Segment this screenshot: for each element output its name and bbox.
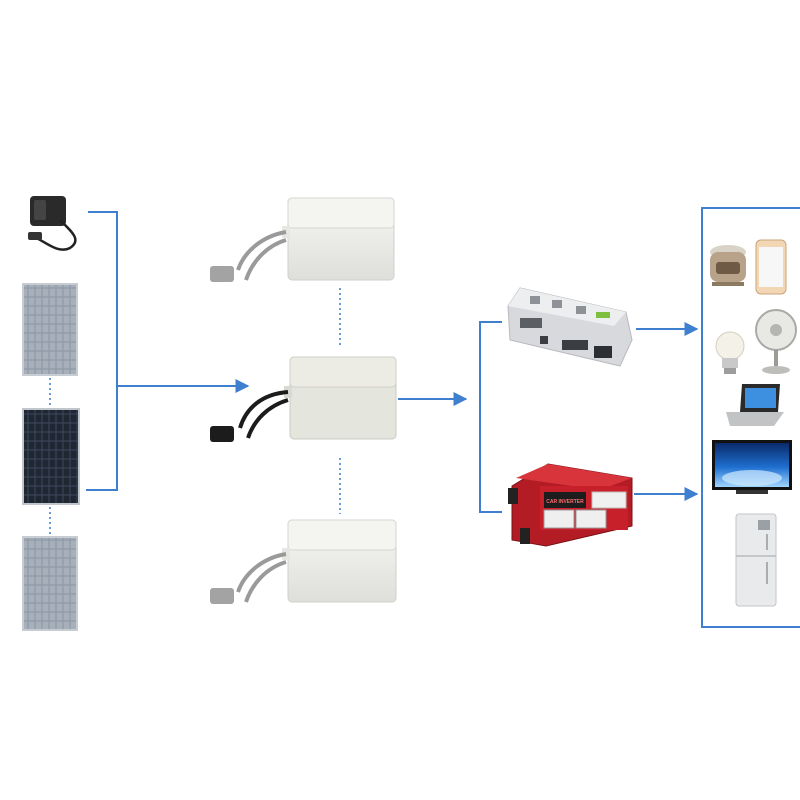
battery-box-icon [210,519,397,604]
converter-connector [479,321,502,513]
television-icon [712,440,792,494]
source-connector [86,211,250,491]
smartphone-icon [755,239,787,295]
laptop-icon [726,384,784,426]
battery-box-icon [210,356,397,442]
battery-box-icon [210,197,395,282]
solar-panel-icon [22,283,78,376]
solar-panel-icon [22,536,78,631]
light-bulb-icon [715,331,745,374]
desk-fan-icon [755,309,797,374]
solar-panel-dark-icon [22,408,80,505]
refrigerator-icon [735,513,777,607]
car-inverter-icon: CAR INVERTER [508,463,633,547]
power-strip-ups-icon [507,287,633,367]
rice-cooker-icon [710,245,746,286]
wall-adapter-icon [28,196,77,251]
loads-frame [701,207,800,628]
inverter-label: CAR INVERTER [546,499,584,505]
